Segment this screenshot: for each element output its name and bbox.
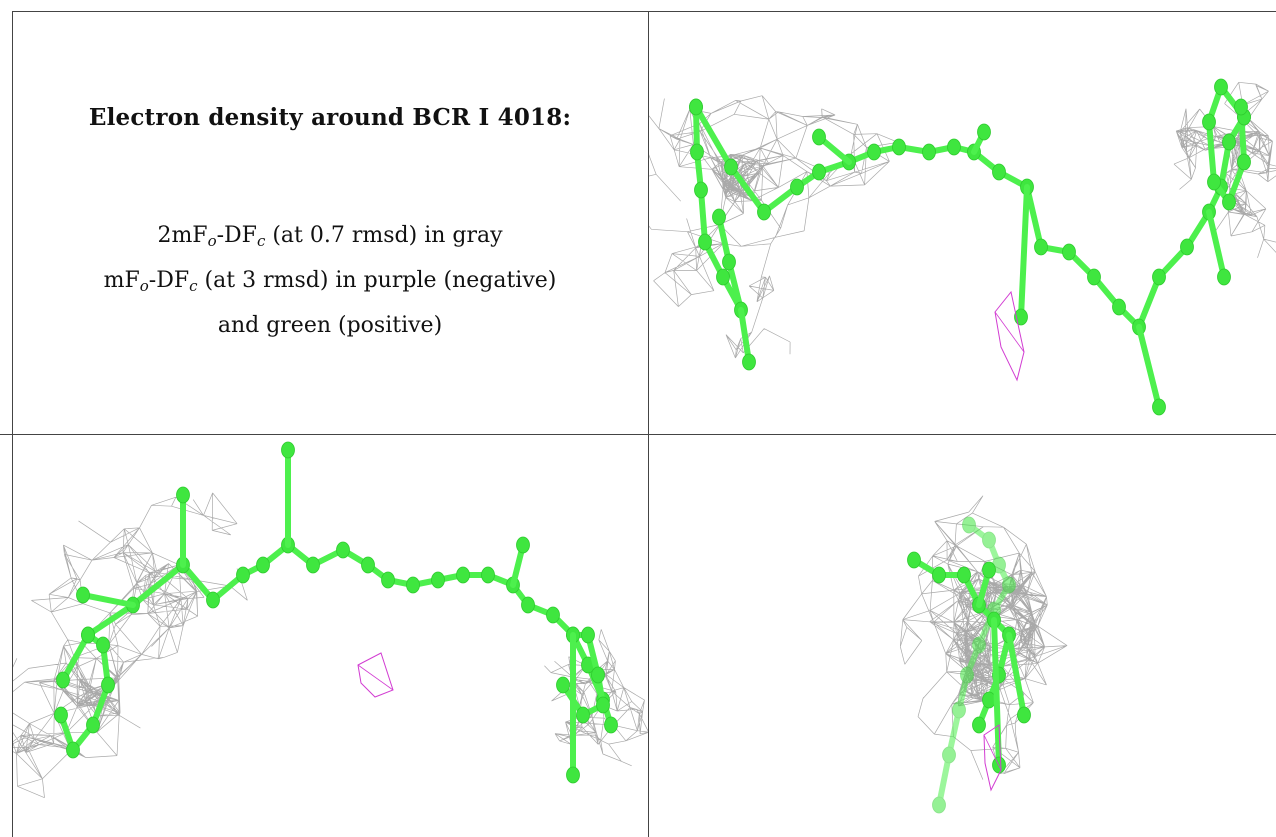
ligand-ring-right [556,626,610,724]
ligand-methyl-end [510,536,530,588]
caption-line-positive: and green (positive) [217,313,443,338]
density-mesh-negative [983,724,1002,792]
ligand-methyl-top [976,561,996,608]
density-view-bottom-right [899,495,1068,814]
ligand-ring-left [689,98,748,319]
density-mesh-2fofc [649,95,899,359]
ligand-methyl-left [76,586,136,608]
ligand-methyl-top [281,441,295,548]
ligand-methyl-right [566,632,580,784]
grid-left-border [12,11,13,837]
ligand-methyl-right [1006,632,1031,724]
ligand-ring-right [1202,78,1251,211]
ligand-methyl-right [1136,324,1166,416]
ligand-methyl-ring [1206,209,1231,286]
caption-title: Electron density around BCR I 4018: [88,104,572,131]
ligand-methyl-left [738,307,756,371]
ligand-chain-main [689,98,1251,336]
grid-horizontal-divider [0,434,1276,435]
ligand-methyl-top [971,123,991,155]
density-mesh-negative [994,290,1025,382]
grid-top-border [12,11,1276,12]
density-mesh-2fofc [13,492,248,799]
ligand-ring-left [54,626,115,759]
density-mesh-negative [357,652,394,698]
density-view-top-right [649,78,1276,416]
ligand-methyl-center [1014,184,1030,326]
ligand-chain-far [932,516,1016,814]
figure-caption: Electron density around BCR I 4018: 2mFo… [12,12,648,434]
caption-line-2fofc: 2mFo-DFc (at 0.7 rmsd) in gray [157,223,503,250]
ligand-methyl-upper [812,128,852,165]
ligand-methyl-upper [176,486,190,568]
caption-description: 2mFo-DFc (at 0.7 rmsd) in gray mFo-DFc (… [12,216,648,345]
density-mesh-2fofc [544,629,648,767]
density-view-bottom-left [13,441,648,799]
caption-line-fofc: mFo-DFc (at 3 rmsd) in purple (negative) [103,268,557,295]
grid-vertical-divider [648,11,649,837]
